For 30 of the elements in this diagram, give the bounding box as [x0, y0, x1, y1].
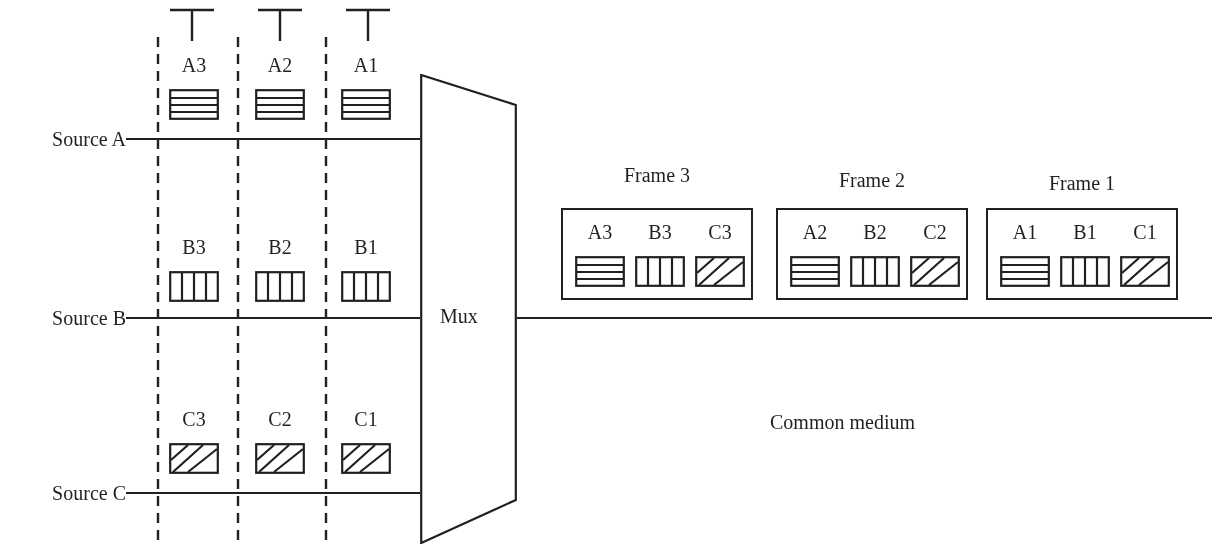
frame-title: Frame 1: [1048, 171, 1116, 195]
packet-label: B1: [354, 235, 378, 259]
packet-label: B3: [648, 220, 672, 244]
packet-label: C3: [708, 220, 732, 244]
packet-label: A2: [802, 220, 828, 244]
source-label: Source C: [52, 483, 126, 503]
packet-label: C2: [923, 220, 947, 244]
packet-label: A1: [353, 53, 379, 77]
signal-line: [126, 137, 420, 141]
source-label: Source B: [52, 308, 126, 328]
packet-label: C1: [354, 407, 378, 431]
multiplexer-label: Mux: [440, 305, 478, 327]
packet-label: B1: [1073, 220, 1097, 244]
packet-label: A2: [267, 53, 293, 77]
signal-line: [126, 316, 420, 320]
frame-title: Frame 2: [838, 168, 906, 192]
packet-label: C2: [268, 407, 292, 431]
packet-label: B2: [268, 235, 292, 259]
packet-label: A1: [1012, 220, 1038, 244]
signal-line: [517, 316, 1212, 320]
packet-label: B3: [182, 235, 206, 259]
source-label: Source A: [52, 129, 126, 149]
packet-label: A3: [587, 220, 613, 244]
packet-label: C3: [182, 407, 206, 431]
packet-label: C1: [1133, 220, 1157, 244]
medium-label: Common medium: [770, 411, 915, 433]
packet-label: A3: [181, 53, 207, 77]
signal-line: [126, 491, 420, 495]
packet-label: B2: [863, 220, 887, 244]
frame-title: Frame 3: [623, 163, 691, 187]
